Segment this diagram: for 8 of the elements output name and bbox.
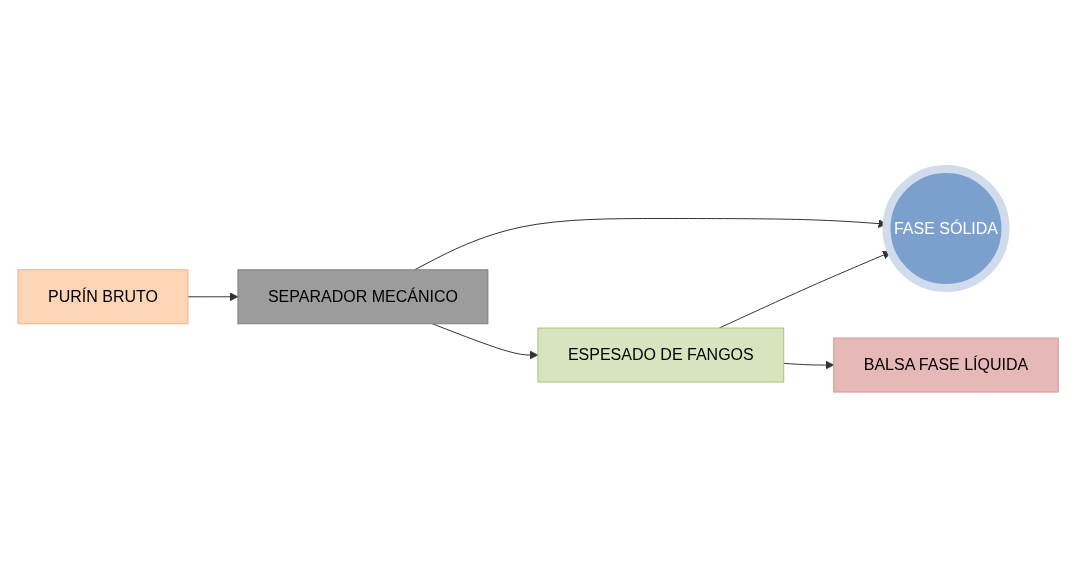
node-box: PURÍN BRUTO: [17, 269, 189, 325]
node-circle: FASE SÓLIDA: [882, 164, 1010, 292]
arrow: [783, 360, 835, 370]
arrow: [432, 323, 539, 360]
node-box: BALSA FASE LÍQUIDA: [833, 337, 1060, 393]
node-box: ESPESADO DE FANGOS: [537, 327, 785, 383]
node-box: SEPARADOR MECÁNICO: [237, 269, 489, 325]
arrow: [187, 292, 239, 302]
